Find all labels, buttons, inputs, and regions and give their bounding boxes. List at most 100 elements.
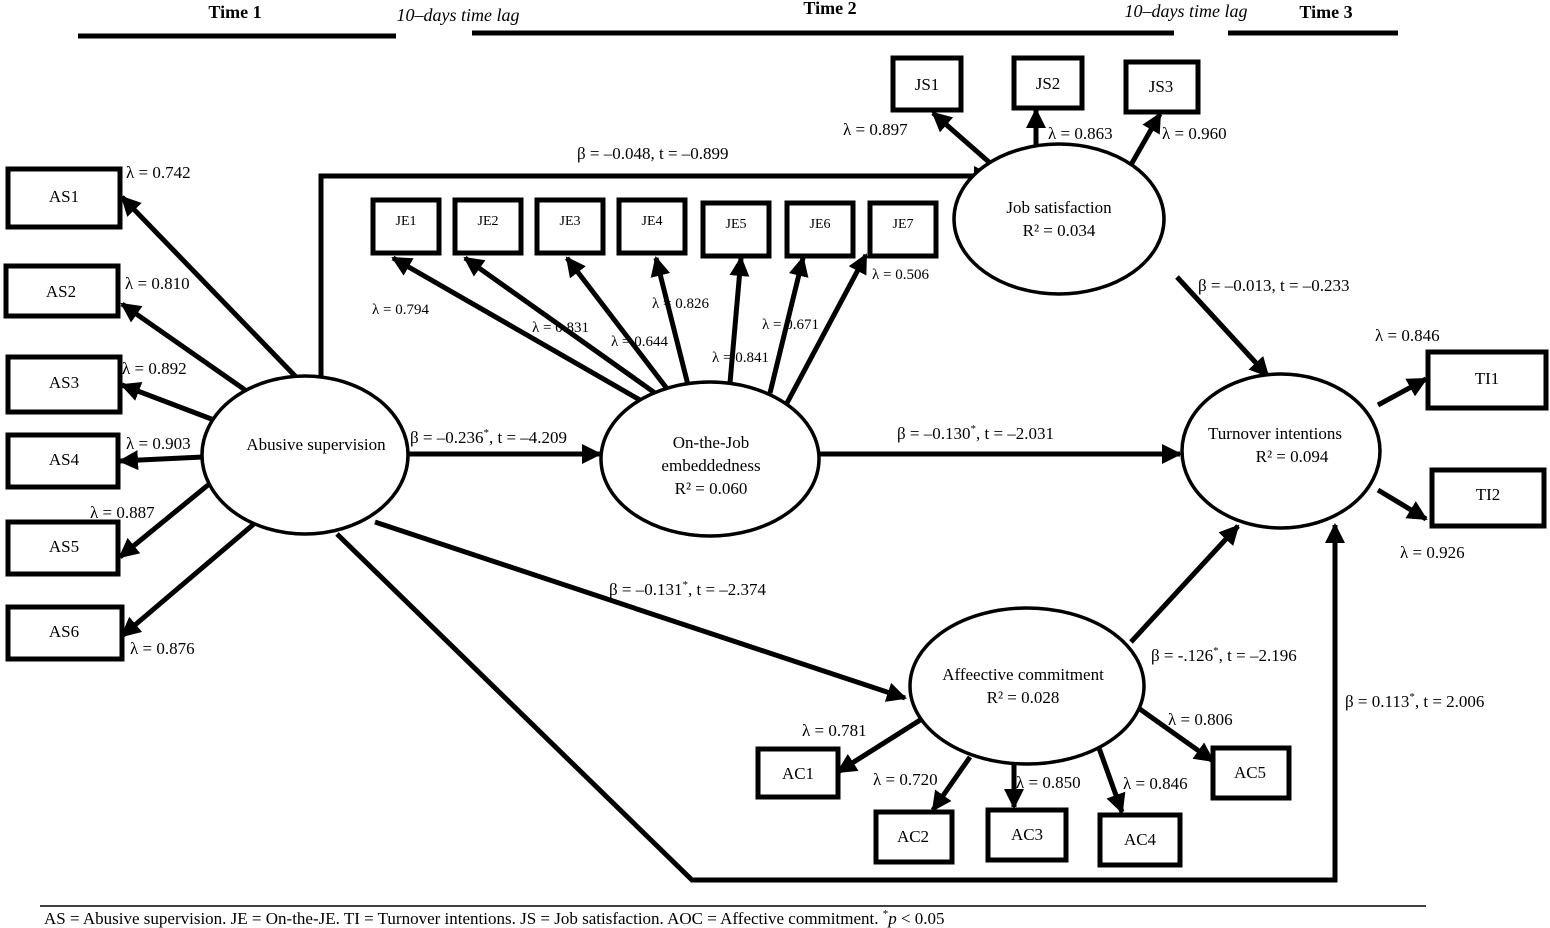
indicator-box [5, 432, 121, 490]
footnote-tail: < 0.05 [897, 909, 945, 928]
coef-as-je: β = –0.236*, t = –4.209 [410, 427, 567, 447]
indicators-ti: TI1 TI2 [1425, 349, 1549, 529]
edge-ac-ac4 [1096, 747, 1126, 814]
loading-as3: λ = 0.892 [122, 359, 187, 378]
edge-ac-ac1 [836, 714, 927, 775]
loading-edges [118, 108, 1428, 814]
construct-ac-r2: R² = 0.028 [987, 688, 1060, 707]
coef-js-ti: β = –0.013, t = –0.233 [1198, 276, 1350, 295]
edge-je-je7 [784, 253, 869, 405]
coef-je-ti: β = –0.130*, t = –2.031 [897, 423, 1054, 443]
construct-as: Abusive supervision [200, 374, 410, 536]
coef-as-ti-t: , t = 2.006 [1415, 692, 1485, 711]
footnote-main: AS = Abusive supervision. JE = On-the-JE… [44, 909, 883, 928]
indicator-box [1425, 349, 1549, 411]
indicator-box [700, 200, 772, 259]
coef-as-ac-sup: * [683, 579, 689, 591]
edge-as-as5 [118, 483, 210, 559]
edge-js-js3 [1125, 112, 1163, 172]
loading-js1: λ = 0.897 [843, 120, 908, 139]
indicator-box [370, 197, 442, 256]
indicator-label: AC3 [1011, 825, 1043, 844]
indicator-label: JE5 [726, 217, 747, 232]
indicator-box [890, 55, 964, 113]
indicator-box [452, 197, 524, 256]
coef-as-ti-main: β = 0.113 [1345, 692, 1409, 711]
coef-ac-ti-t: , t = –2.196 [1219, 646, 1297, 665]
ellipse-affective-commitment [908, 606, 1146, 766]
indicator-label: JE7 [893, 217, 914, 232]
indicator-label: JS2 [1036, 74, 1061, 93]
indicator-box [1011, 55, 1085, 111]
coef-as-ti: β = 0.113*, t = 2.006 [1345, 691, 1484, 711]
edge-ac-ac5 [1135, 704, 1215, 764]
edge-je-je5 [727, 256, 750, 384]
indicator-label: JE1 [396, 214, 417, 229]
indicator-label: AS5 [49, 537, 79, 556]
indicator-box [3, 263, 121, 319]
indicator-box [1210, 745, 1292, 801]
loading-ti1: λ = 0.846 [1375, 326, 1440, 345]
construct-ac: Affeective commitment R² = 0.028 [908, 606, 1146, 766]
loading-je5: λ = 0.841 [712, 350, 769, 366]
edge-je-je6 [767, 256, 809, 394]
construct-js-r2: R² = 0.034 [1023, 221, 1096, 240]
indicators-as: AS1 AS2 AS3 AS4 AS5 AS6 [3, 166, 125, 662]
loading-js3: λ = 0.960 [1162, 124, 1227, 143]
edge-ti-ti1 [1376, 376, 1428, 408]
time1-label: Time 1 [208, 2, 261, 22]
indicator-label: AC5 [1234, 763, 1266, 782]
coef-as-js: β = –0.048, t = –0.899 [577, 144, 729, 163]
lag2-label: 10–days time lag [1125, 1, 1248, 21]
coef-je-ti-main: β = –0.130 [897, 424, 971, 443]
loading-je7: λ = 0.506 [872, 267, 929, 283]
construct-ti-r2: R² = 0.094 [1256, 447, 1329, 466]
construct-js-label: Job satisfaction [1006, 198, 1112, 217]
indicator-label: AS4 [49, 450, 80, 469]
construct-je-line1: On-the-Job [673, 433, 749, 452]
ellipse-turnover-intentions [1180, 372, 1382, 530]
time2-label: Time 2 [803, 0, 856, 18]
indicators-ac: AC1 AC2 AC3 AC4 AC5 [755, 745, 1292, 868]
coef-as-je-main: β = –0.236 [410, 428, 484, 447]
indicator-label: JE2 [478, 214, 499, 229]
timeline: Time 1 10–days time lag Time 2 10–days t… [78, 0, 1398, 39]
coef-je-ti-t: , t = –2.031 [976, 424, 1054, 443]
edge-je-je3 [565, 256, 670, 392]
loading-as5: λ = 0.887 [90, 503, 155, 522]
indicator-label: JE4 [642, 214, 663, 229]
loading-je1: λ = 0.794 [372, 302, 429, 318]
path-as-ti [335, 523, 1345, 883]
loading-ti2: λ = 0.926 [1400, 543, 1465, 562]
loading-ac5: λ = 0.806 [1168, 710, 1233, 729]
indicator-label: JS1 [915, 75, 940, 94]
indicator-box [5, 604, 125, 662]
path-labels: β = –0.048, t = –0.899 β = –0.236*, t = … [410, 144, 1484, 711]
construct-je-line2: embeddedness [661, 456, 760, 475]
coef-as-je-sup: * [484, 427, 490, 439]
coef-ac-ti-main: β = -.126 [1151, 646, 1213, 665]
edge-je-je4 [650, 256, 691, 386]
indicator-label: JE3 [560, 214, 581, 229]
loading-je3: λ = 0.644 [611, 334, 668, 350]
construct-je-r2: R² = 0.060 [675, 479, 748, 498]
coef-as-ac: β = –0.131*, t = –2.374 [609, 579, 767, 599]
indicator-label: TI2 [1476, 485, 1501, 504]
indicator-label: AS1 [49, 187, 79, 206]
edge-as-as3 [120, 382, 215, 423]
ellipse-job-satisfaction [952, 142, 1166, 296]
loading-je6: λ = 0.671 [762, 317, 819, 333]
construct-je: On-the-Job embeddedness R² = 0.060 [599, 380, 821, 538]
indicator-box [784, 200, 856, 259]
indicator-label: AC1 [782, 764, 814, 783]
footnote-sup: * [883, 908, 889, 920]
indicators-js: JS1 JS2 JS3 [890, 55, 1201, 115]
path-ac-ti [1129, 524, 1240, 644]
coef-as-je-t: , t = –4.209 [489, 428, 567, 447]
indicator-box [1123, 59, 1201, 115]
indicator-box [867, 200, 939, 259]
footnote: AS = Abusive supervision. JE = On-the-JE… [40, 905, 1426, 928]
indicator-label: AC2 [897, 827, 929, 846]
indicator-box [1097, 812, 1183, 868]
